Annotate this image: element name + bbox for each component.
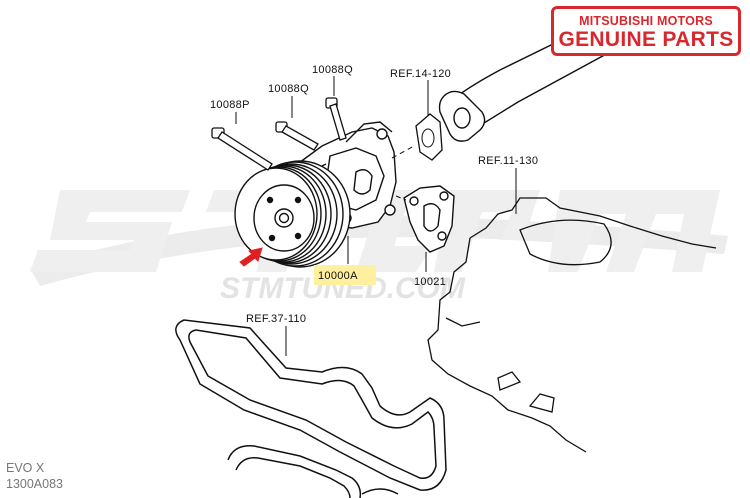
pump-pulley <box>234 160 351 268</box>
leader-lines <box>235 76 517 356</box>
pump-part-highlight <box>314 265 376 285</box>
part-footer: EVO X 1300A083 <box>6 460 63 492</box>
callout-ref-37-110[interactable]: REF.37-110 <box>246 313 306 325</box>
pipe-flange <box>438 90 486 142</box>
part-number-label: 1300A083 <box>6 477 64 491</box>
drive-belt <box>175 319 447 498</box>
vehicle-model-label: EVO X <box>6 461 45 475</box>
alignment-lines <box>391 145 415 201</box>
bolt-10088q-top <box>325 97 347 141</box>
bolt-10088q-middle <box>275 121 319 151</box>
callout-10088p[interactable]: 10088P <box>210 99 250 111</box>
bolt-10088p <box>211 127 273 171</box>
watermark-swoosh <box>30 216 728 286</box>
engine-block-outline <box>427 197 717 453</box>
badge-brand-text: MITSUBISHI MOTORS <box>579 14 713 28</box>
callout-10088q-middle[interactable]: 10088Q <box>268 83 309 95</box>
callout-ref-14-120[interactable]: REF.14-120 <box>390 68 451 80</box>
genuine-parts-badge: MITSUBISHI MOTORS GENUINE PARTS <box>551 6 741 56</box>
callout-ref-11-130[interactable]: REF.11-130 <box>478 155 538 167</box>
pipe-gasket <box>415 113 443 161</box>
callout-10021[interactable]: 10021 <box>414 276 446 288</box>
red-arrow-icon <box>239 247 263 267</box>
badge-genuine-parts-text: GENUINE PARTS <box>558 28 734 51</box>
pump-gasket <box>403 185 455 253</box>
callout-10088q-top[interactable]: 10088Q <box>312 64 353 76</box>
callout-10000a[interactable]: 10000A <box>318 270 358 282</box>
